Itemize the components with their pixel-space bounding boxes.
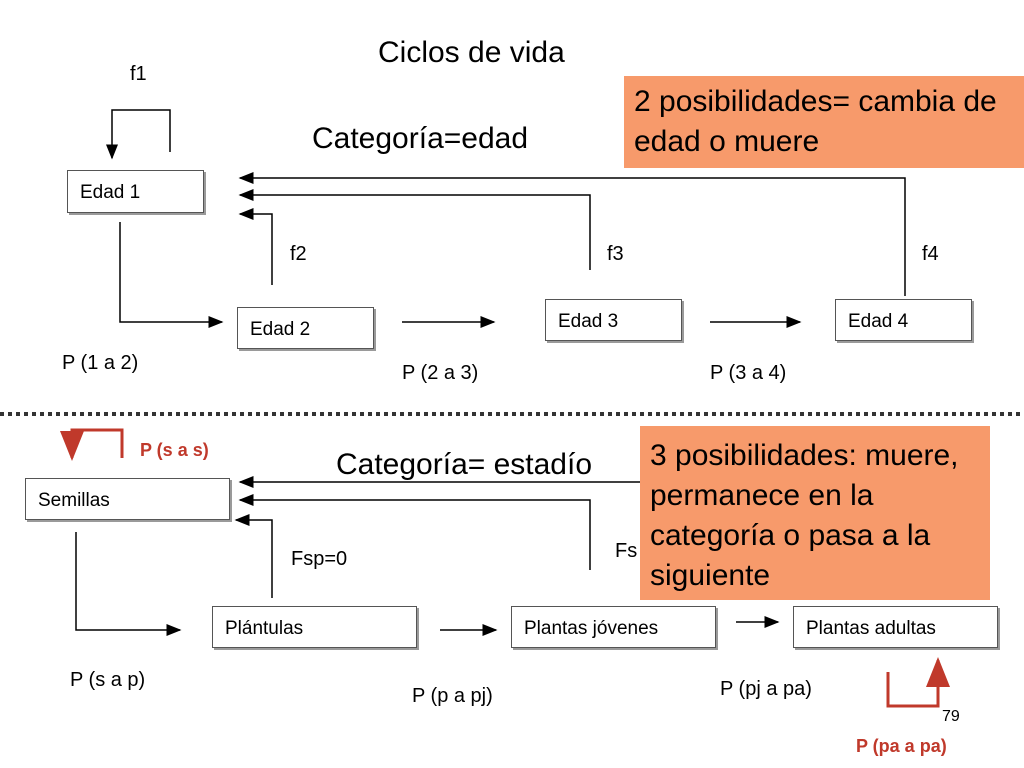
- p-s-a-s-label: P (s a s): [140, 440, 209, 460]
- plantulas-box: Plántulas: [212, 606, 417, 648]
- semillas-box: Semillas: [25, 478, 230, 520]
- fsp-return-arrow: [234, 514, 273, 598]
- edad-1-box: Edad 1: [67, 170, 204, 213]
- p-1-2-label: P (1 a 2): [62, 352, 139, 374]
- edad-4-box: Edad 4: [835, 299, 972, 341]
- f2-return-arrow: [238, 208, 273, 285]
- p-3-4-label: P (3 a 4): [710, 362, 787, 384]
- fs-partial-label: Fs: [615, 540, 638, 562]
- f1-loop-arrow: [106, 109, 171, 160]
- f2-label: f2: [290, 243, 307, 265]
- plantas-adultas-box: Plantas adultas: [793, 606, 998, 648]
- page-title: Ciclos de vida: [378, 36, 565, 69]
- stage-callout: 3 posibilidades: muere, permanece en la …: [640, 426, 990, 600]
- f4-label: f4: [922, 243, 939, 265]
- f3-return-arrow: [238, 189, 591, 270]
- p-p-a-pj-label: P (p a pj): [412, 685, 493, 707]
- p-pa-a-pa-label: P (pa a pa): [856, 736, 947, 756]
- plantas-jovenes-box: Plantas jóvenes: [511, 606, 716, 648]
- adult-stasis-arrow: [886, 657, 950, 708]
- f3-label: f3: [607, 243, 624, 265]
- edad1-to-edad2-arrow: [119, 222, 224, 328]
- edad-2-box: Edad 2: [237, 307, 374, 349]
- seed-stasis-arrow: [60, 428, 124, 461]
- category-stage-label: Categoría= estadío: [336, 448, 593, 481]
- juvenile-return-arrow: [238, 494, 591, 570]
- semillas-to-plantulas-arrow: [75, 532, 182, 636]
- fsp-label: Fsp=0: [291, 548, 348, 570]
- age-callout: 2 posibilidades= cambia de edad o muere: [624, 76, 1024, 168]
- f4-return-arrow: [238, 172, 906, 296]
- page-number: 79: [942, 708, 960, 725]
- p-2-3-label: P (2 a 3): [402, 362, 479, 384]
- p-pj-a-pa-label: P (pj a pa): [720, 678, 812, 700]
- edad-3-box: Edad 3: [545, 299, 682, 341]
- category-age-label: Categoría=edad: [312, 122, 529, 155]
- p-s-a-p-label: P (s a p): [70, 669, 146, 691]
- f1-label: f1: [130, 63, 147, 85]
